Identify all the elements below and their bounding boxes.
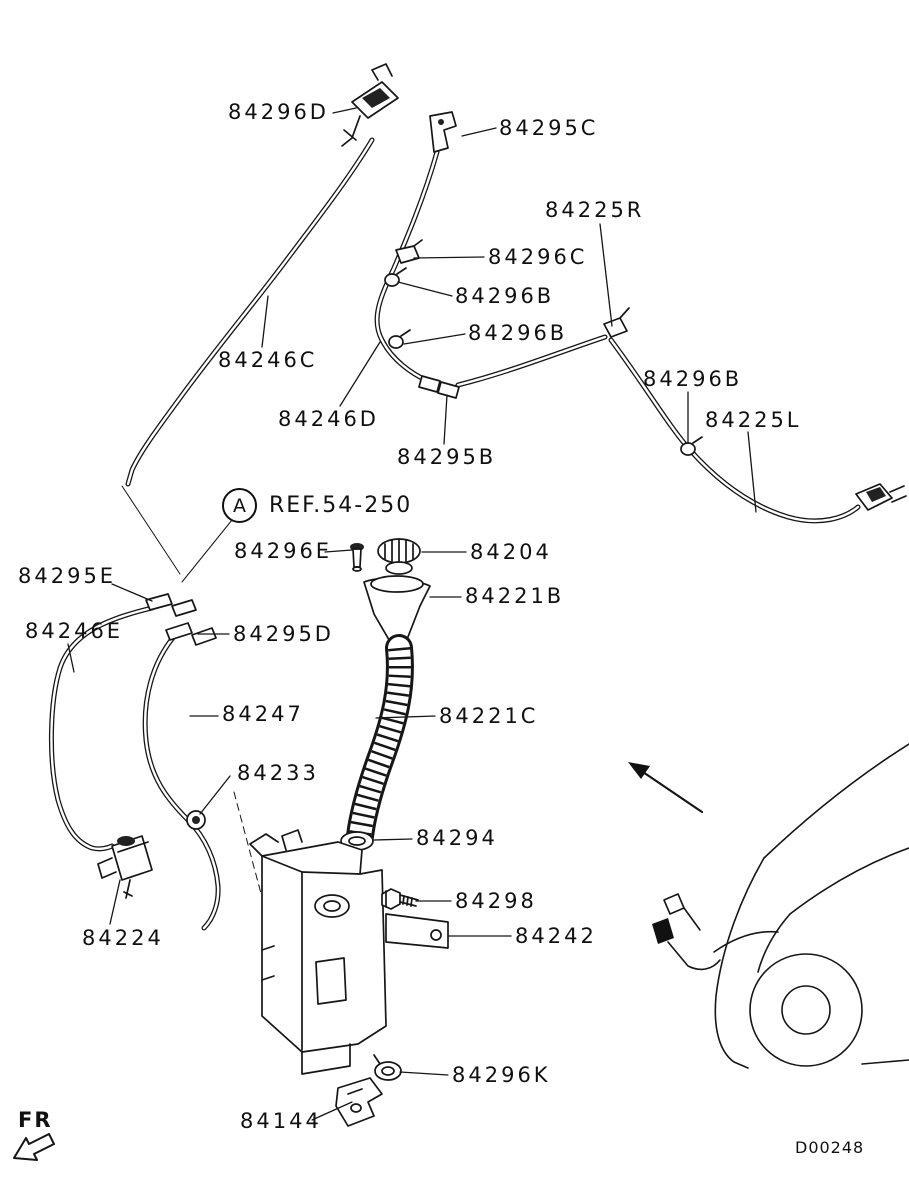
clip-84296k — [373, 1054, 402, 1081]
part-label-84144: 84144 — [240, 1109, 322, 1133]
clip-84296b-2 — [388, 329, 411, 349]
part-label-84247: 84247 — [222, 702, 304, 726]
part-label-84225r: 84225R — [545, 198, 645, 222]
part-label-84296d: 84296D — [228, 100, 329, 124]
hose-84246d — [374, 149, 440, 384]
part-label-84298: 84298 — [455, 889, 537, 913]
fr-label: FR — [18, 1108, 53, 1132]
hose-84225l — [455, 334, 861, 524]
construction-lines — [121, 485, 301, 1041]
part-label-84295c: 84295C — [499, 116, 599, 140]
part-label-84294: 84294 — [416, 826, 498, 850]
joint-84295e — [145, 593, 197, 617]
part-label-84233: 84233 — [237, 761, 319, 785]
part-label-84295d: 84295D — [233, 622, 334, 646]
cap-84204 — [377, 538, 421, 575]
diagram-code: D00248 — [795, 1138, 865, 1157]
bracket-84144 — [335, 1077, 383, 1127]
hose-84246e — [48, 605, 155, 852]
washer-nozzle-right — [855, 483, 907, 511]
part-label-84225l: 84225L — [705, 408, 802, 432]
hose-84247 — [142, 631, 221, 931]
part-label-84204: 84204 — [470, 540, 552, 564]
filler-tube-84221c — [346, 634, 414, 850]
part-label-84296b-2: 84296B — [468, 321, 568, 345]
part-label-84242: 84242 — [515, 924, 597, 948]
joint-84295b — [418, 375, 460, 399]
fr-direction-arrow-icon — [13, 1133, 55, 1161]
part-label-84296b-1: 84296B — [455, 284, 555, 308]
part-label-84246c: 84246C — [218, 348, 318, 372]
screw-84298 — [381, 888, 419, 910]
part-label-84295e: 84295E — [18, 564, 117, 588]
clip-84296b-1 — [384, 267, 407, 287]
ref-text: REF.54-250 — [269, 493, 413, 518]
part-label-84221b: 84221B — [465, 584, 565, 608]
part-label-84246e: 84246E — [25, 619, 124, 643]
part-label-84295b: 84295B — [397, 445, 497, 469]
clip-84296b-3 — [680, 436, 703, 456]
leader-lines — [67, 107, 757, 1121]
part-label-84296b-3: 84296B — [643, 367, 743, 391]
washer-nozzle-84296d — [341, 63, 399, 147]
part-label-84221c: 84221C — [439, 704, 539, 728]
washer-tank-84242 — [249, 829, 449, 1075]
part-label-84296k: 84296K — [452, 1063, 551, 1087]
part-label-84296e: 84296E — [234, 539, 333, 563]
hose-84246c — [125, 137, 375, 487]
ref-callout: A REF.54-250 — [222, 488, 412, 523]
grommet-84233 — [186, 810, 206, 830]
clip-84225r — [603, 307, 630, 338]
part-label-84224: 84224 — [82, 926, 164, 950]
location-arrow-icon — [628, 762, 704, 814]
elbow-joint-84295c — [429, 111, 457, 153]
bolt-84296e — [350, 543, 364, 572]
part-label-84246d: 84246D — [278, 407, 379, 431]
clip-84296c — [395, 239, 423, 264]
joint-84295d — [165, 622, 217, 646]
washer-pump-84224 — [97, 835, 153, 899]
part-label-84296c: 84296C — [488, 245, 588, 269]
ref-marker-circle: A — [222, 488, 257, 523]
car-location-sketch — [652, 743, 909, 1069]
